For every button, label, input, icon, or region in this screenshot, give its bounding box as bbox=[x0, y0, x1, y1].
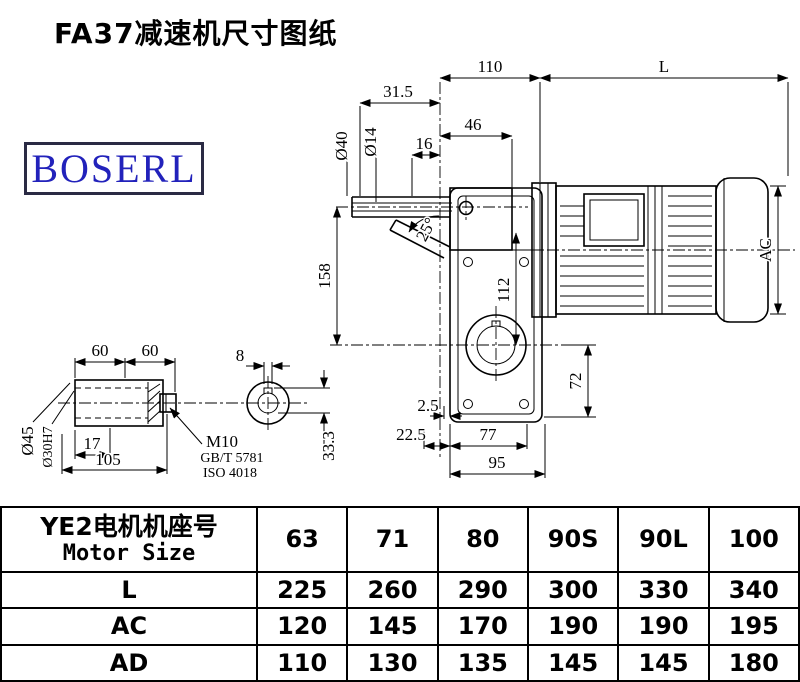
hidden-bore-lines bbox=[75, 387, 148, 419]
fan-cover bbox=[715, 177, 769, 323]
cell-AC-71: 145 bbox=[346, 607, 439, 646]
row-label-AD: AD bbox=[0, 643, 258, 682]
cell-AC-63: 120 bbox=[255, 607, 349, 646]
size-col-71: 71 bbox=[346, 506, 439, 573]
terminal-box bbox=[583, 193, 645, 247]
dimension-labels: 110 L 31.5 46 16 Ø40 Ø14 25° 158 112 AC … bbox=[17, 56, 777, 483]
cell-AD-100: 180 bbox=[707, 643, 800, 682]
cell-AC-100: 195 bbox=[707, 607, 800, 646]
cell-L-100: 340 bbox=[707, 570, 800, 610]
dim-33-3: 33.3 bbox=[319, 431, 338, 461]
dim-110: 110 bbox=[478, 57, 503, 76]
dim-16: 16 bbox=[416, 134, 433, 153]
dim-77: 77 bbox=[480, 425, 498, 444]
cell-L-90L: 330 bbox=[617, 570, 710, 610]
label-gbt5781: GB/T 5781 bbox=[200, 451, 263, 466]
dim-22-5: 22.5 bbox=[396, 425, 426, 444]
table-row-AD: AD 110 130 135 145 145 180 bbox=[0, 643, 800, 682]
dim-dia45: Ø45 bbox=[18, 426, 37, 455]
dim-8: 8 bbox=[236, 346, 245, 365]
dim-dia40: Ø40 bbox=[332, 131, 351, 160]
motor-size-table: YE2电机机座号 Motor Size 63 71 80 90S 90L 100… bbox=[0, 506, 800, 682]
table-row-L: L 225 260 290 300 330 340 bbox=[0, 570, 800, 610]
cell-AD-90S: 145 bbox=[526, 643, 620, 682]
table-header-cell: YE2电机机座号 Motor Size bbox=[0, 506, 258, 573]
gearbox-housing bbox=[449, 187, 543, 423]
output-shaft-boss bbox=[465, 314, 527, 376]
cell-L-80: 290 bbox=[436, 570, 529, 610]
inner-details bbox=[147, 178, 725, 424]
shaft-end-view bbox=[246, 381, 290, 425]
label-m10: M10 bbox=[206, 432, 238, 451]
dim-60-b: 60 bbox=[142, 341, 159, 360]
cell-AC-90S: 190 bbox=[526, 607, 620, 646]
cell-L-63: 225 bbox=[255, 570, 349, 610]
dim-60-a: 60 bbox=[92, 341, 109, 360]
size-col-80: 80 bbox=[436, 506, 529, 573]
brand-logo-text: BOSERL bbox=[31, 145, 197, 191]
dim-95: 95 bbox=[489, 453, 506, 472]
dim-72: 72 bbox=[566, 373, 585, 390]
end-bolt-head bbox=[159, 393, 177, 413]
cell-L-71: 260 bbox=[346, 570, 439, 610]
output-shaft-section bbox=[74, 379, 164, 427]
table-header-en: Motor Size bbox=[62, 541, 196, 567]
cell-AD-90L: 145 bbox=[617, 643, 710, 682]
table-header-cn: YE2电机机座号 bbox=[40, 512, 218, 542]
dim-31-5: 31.5 bbox=[383, 82, 413, 101]
dim-2-5: 2.5 bbox=[417, 396, 438, 415]
brand-logo-box: BOSERL bbox=[24, 142, 204, 195]
table-row-AC: AC 120 145 170 190 190 195 bbox=[0, 607, 800, 646]
cell-AD-71: 130 bbox=[346, 643, 439, 682]
size-col-100: 100 bbox=[707, 506, 800, 573]
size-col-90S: 90S bbox=[526, 506, 620, 573]
technical-drawing: 110 L 31.5 46 16 Ø40 Ø14 25° 158 112 AC … bbox=[17, 56, 795, 483]
dim-105: 105 bbox=[95, 450, 121, 469]
dim-dia14: Ø14 bbox=[361, 127, 380, 157]
reducer-outline bbox=[74, 177, 769, 427]
label-iso4018: ISO 4018 bbox=[203, 466, 257, 481]
dim-46: 46 bbox=[465, 115, 482, 134]
table-header-row: YE2电机机座号 Motor Size 63 71 80 90S 90L 100 bbox=[0, 506, 800, 573]
page-title: FA37减速机尺寸图纸 bbox=[54, 17, 338, 50]
dim-17: 17 bbox=[84, 434, 102, 453]
dim-L: L bbox=[659, 57, 669, 76]
cell-AC-90L: 190 bbox=[617, 607, 710, 646]
torque-arm-hole bbox=[458, 200, 474, 216]
dim-AC: AC bbox=[756, 238, 775, 262]
size-col-90L: 90L bbox=[617, 506, 710, 573]
cell-AC-80: 170 bbox=[436, 607, 529, 646]
row-label-L: L bbox=[0, 570, 258, 610]
cell-AD-80: 135 bbox=[436, 643, 529, 682]
dim-112: 112 bbox=[494, 278, 513, 303]
cell-L-90S: 300 bbox=[526, 570, 620, 610]
dim-dia30h7: Ø30H7 bbox=[41, 426, 56, 467]
size-col-63: 63 bbox=[255, 506, 349, 573]
row-label-AC: AC bbox=[0, 607, 258, 646]
cell-AD-63: 110 bbox=[255, 643, 349, 682]
dimension-lines bbox=[61, 74, 789, 478]
extension-lines bbox=[32, 82, 789, 478]
dim-158: 158 bbox=[315, 263, 334, 289]
